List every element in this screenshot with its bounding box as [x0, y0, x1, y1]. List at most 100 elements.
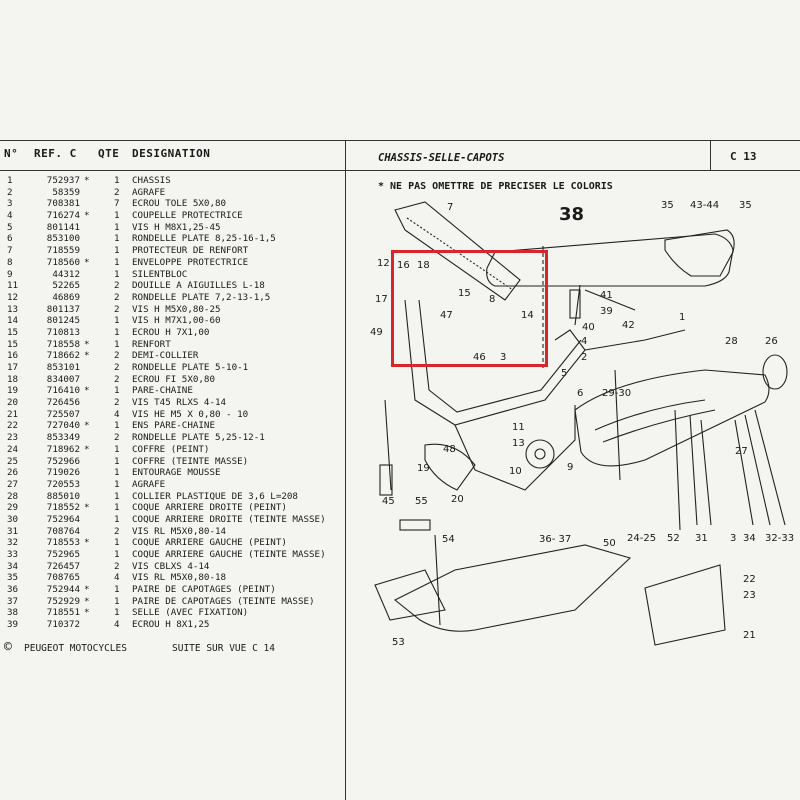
cover-26	[762, 354, 788, 390]
part-designation: VIS CBLXS 4-14	[132, 560, 210, 572]
part-designation: COQUE ARRIERE GAUCHE (TEINTE MASSE)	[132, 549, 326, 560]
label-19: 19	[417, 463, 430, 474]
part-ref: 752965	[46, 549, 80, 560]
label-1a: 1	[679, 312, 685, 323]
header-bottom-rule	[0, 170, 800, 171]
part-number: 16	[7, 350, 19, 362]
part-qty: 1	[114, 455, 120, 467]
footer-continued: SUITE SUR VUE C 14	[172, 643, 275, 654]
label-9: 9	[567, 462, 573, 473]
part-qty: 1	[114, 256, 120, 268]
part-designation: COLLIER PLASTIQUE DE 3,6 L=208	[132, 490, 298, 502]
label-40: 40	[582, 322, 595, 333]
label-34: 34	[743, 533, 756, 544]
part-qty: 2	[114, 303, 120, 315]
coloris-mark: *	[84, 420, 90, 432]
part-ref: 708765	[46, 572, 80, 584]
part-number: 23	[7, 432, 19, 444]
part-number: 20	[7, 397, 19, 409]
label-53: 53	[392, 637, 405, 648]
part-designation: RONDELLE PLATE 7,2-13-1,5	[132, 291, 271, 303]
label-20: 20	[451, 494, 464, 505]
part-ref: 718553	[46, 537, 80, 549]
label-29-30: 29-30	[602, 388, 631, 399]
part-qty: 2	[114, 560, 120, 572]
part-number: 5	[7, 221, 13, 233]
part-designation: VIS HE M5 X 0,80 - 10	[132, 408, 249, 420]
part-designation: COQUE ARRIERE GAUCHE (PEINT)	[132, 537, 287, 549]
label-11: 11	[512, 422, 525, 433]
part-ref: 727040	[46, 420, 80, 432]
label-3a: 3	[500, 352, 506, 363]
part-qty: 2	[114, 280, 120, 292]
part-designation: RONDELLE PLATE 5,25-12-1	[132, 432, 265, 444]
part-ref: 718560	[46, 256, 80, 268]
part-number: 4	[7, 210, 13, 222]
label-41: 41	[600, 290, 613, 301]
part-number: 26	[7, 467, 19, 479]
part-designation: RONDELLE PLATE 8,25-16-1,5	[132, 233, 276, 245]
part-number: 13	[7, 303, 19, 315]
col-header-qte: QTE	[98, 147, 120, 160]
part-qty: 1	[114, 326, 120, 338]
part-designation: DEMI-COLLIER	[132, 350, 199, 362]
label-54: 54	[442, 534, 455, 545]
column-divider	[345, 140, 346, 800]
part-designation: RONDELLE PLATE 5-10-1	[132, 362, 249, 373]
label-52: 52	[667, 533, 680, 544]
part-number: 15	[7, 338, 19, 350]
label-23: 23	[743, 590, 756, 601]
label-27: 27	[735, 446, 748, 457]
label-13: 13	[512, 438, 525, 449]
seat-shape	[486, 233, 734, 287]
part-designation: ENTOURAGE MOUSSE	[132, 467, 221, 479]
part-ref: 885010	[46, 490, 80, 502]
part-qty: 1	[114, 233, 120, 245]
label-18: 18	[417, 260, 430, 271]
part-ref: 725507	[46, 408, 80, 420]
bottom-panel	[393, 544, 632, 632]
part-ref: 718559	[46, 245, 80, 257]
part-number: 21	[7, 408, 19, 420]
label-14: 14	[521, 310, 534, 321]
label-38: 38	[559, 204, 584, 225]
part-designation: PARE-CHAINE	[132, 385, 193, 397]
chain-guard	[424, 443, 476, 491]
part-ref: 708381	[46, 198, 80, 210]
col-header-ref: REF. C	[34, 147, 77, 160]
part-number: 6	[7, 233, 13, 245]
part-ref: 708764	[46, 525, 80, 537]
copyright-icon: ©	[4, 640, 12, 655]
label-22: 22	[743, 574, 756, 585]
part-number: 27	[7, 478, 19, 490]
part-qty: 2	[114, 373, 120, 385]
part-number: 35	[7, 572, 19, 584]
part-qty: 1	[114, 443, 120, 455]
part-designation: DOUILLE A AIGUILLES L-18	[132, 280, 265, 292]
part-ref: 710372	[46, 619, 80, 631]
part-qty: 1	[114, 549, 120, 560]
part-qty: 2	[114, 350, 120, 362]
part-ref: 726456	[46, 397, 80, 409]
part-qty: 2	[114, 291, 120, 303]
label-35b: 35	[739, 200, 752, 211]
part-number: 12	[7, 291, 19, 303]
